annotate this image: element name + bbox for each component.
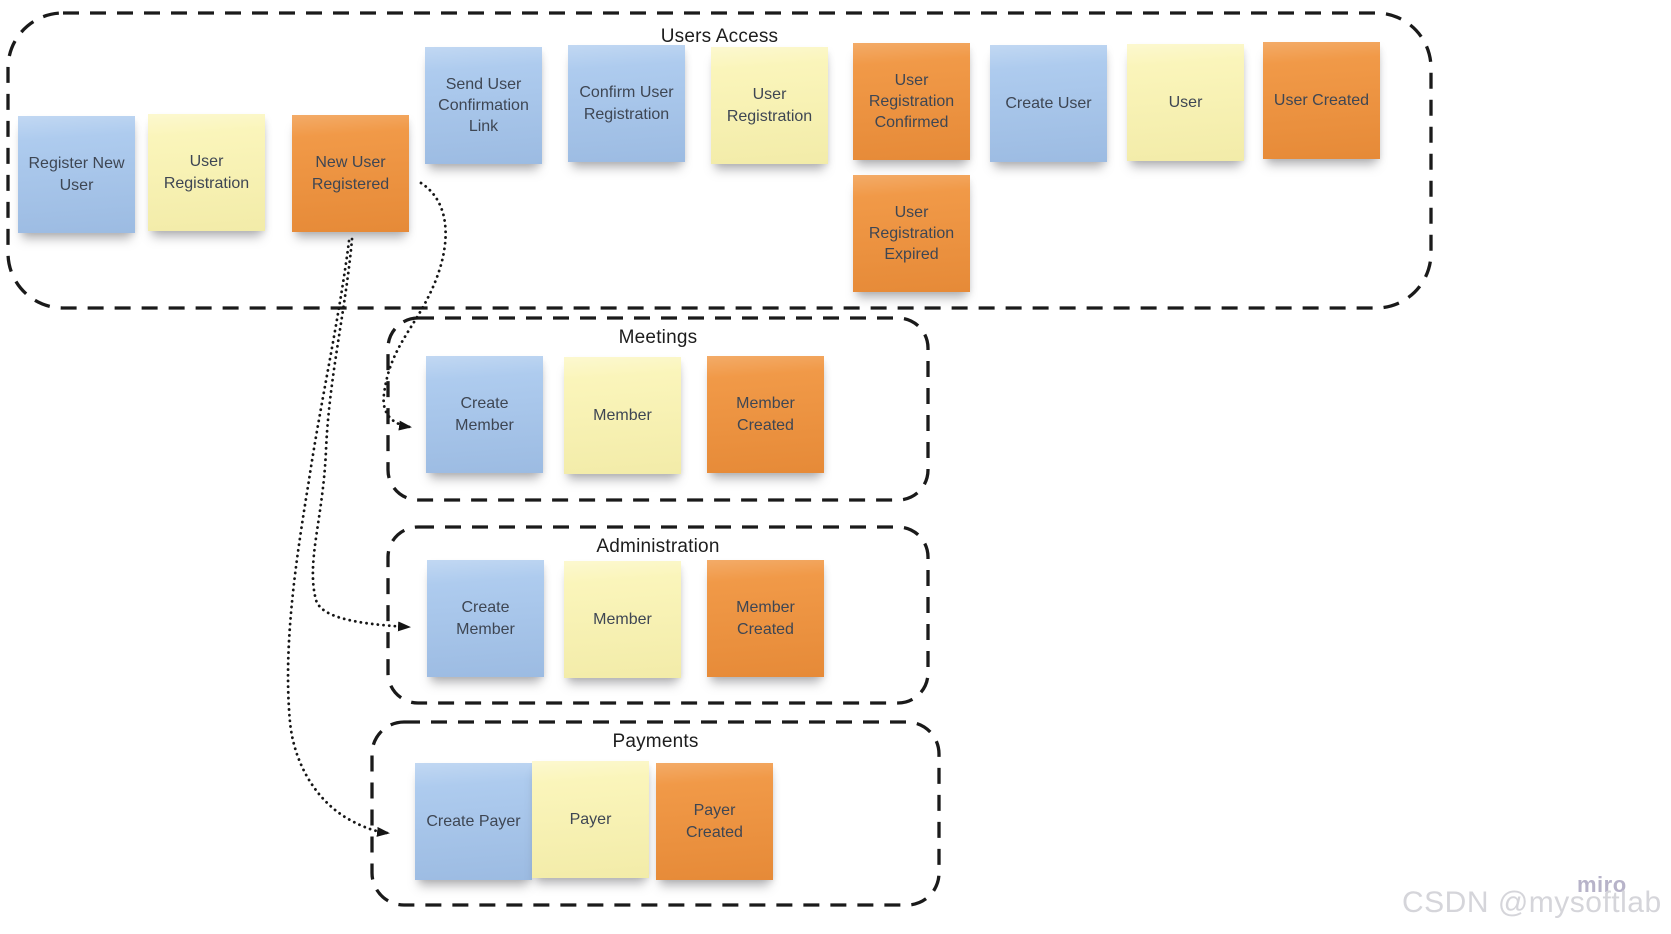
sticky-note-administration-member-created[interactable]: Member Created bbox=[707, 560, 824, 677]
csdn-credit-watermark: CSDN @mysoftlab bbox=[1402, 886, 1662, 919]
connector-new-user-registered-to-meetings[interactable] bbox=[382, 181, 447, 431]
miro-logo-watermark: miro bbox=[1577, 872, 1627, 897]
sticky-note-administration-member[interactable]: Member bbox=[564, 561, 681, 678]
frame-payments[interactable] bbox=[370, 720, 941, 907]
sticky-note-register-new-user[interactable]: Register New User bbox=[18, 116, 135, 233]
sticky-note-meetings-member-created[interactable]: Member Created bbox=[707, 356, 824, 473]
connector-new-user-registered-to-payments[interactable] bbox=[286, 239, 390, 837]
sticky-note-administration-create-member[interactable]: Create Member bbox=[427, 560, 544, 677]
sticky-note-user-registration-confirmed[interactable]: User Registration Confirmed bbox=[853, 43, 970, 160]
frame-title-administration[interactable]: Administration bbox=[596, 536, 720, 557]
frame-title-payments[interactable]: Payments bbox=[612, 731, 699, 752]
sticky-note-create-user[interactable]: Create User bbox=[990, 45, 1107, 162]
connector-new-user-registered-to-administration[interactable] bbox=[311, 237, 411, 632]
sticky-note-confirm-user-registration[interactable]: Confirm User Registration bbox=[568, 45, 685, 162]
sticky-note-user-registration[interactable]: User Registration bbox=[148, 114, 265, 231]
frame-meetings[interactable] bbox=[386, 316, 930, 502]
sticky-note-user-registration-2[interactable]: User Registration bbox=[711, 47, 828, 164]
sticky-note-meetings-create-member[interactable]: Create Member bbox=[426, 356, 543, 473]
frame-administration[interactable] bbox=[386, 525, 930, 705]
sticky-note-send-user-confirmation-link[interactable]: Send User Confirmation Link bbox=[425, 47, 542, 164]
sticky-note-meetings-member[interactable]: Member bbox=[564, 357, 681, 474]
sticky-note-user[interactable]: User bbox=[1127, 44, 1244, 161]
sticky-note-new-user-registered[interactable]: New User Registered bbox=[292, 115, 409, 232]
sticky-note-user-created[interactable]: User Created bbox=[1263, 42, 1380, 159]
frame-title-users-access[interactable]: Users Access bbox=[660, 26, 779, 47]
frame-users-access[interactable] bbox=[6, 11, 1433, 310]
sticky-note-payments-payer[interactable]: Payer bbox=[532, 761, 649, 878]
sticky-note-payments-payer-created[interactable]: Payer Created bbox=[656, 763, 773, 880]
sticky-note-user-registration-expired[interactable]: User Registration Expired bbox=[853, 175, 970, 292]
frame-title-meetings[interactable]: Meetings bbox=[618, 327, 698, 348]
sticky-note-payments-create-payer[interactable]: Create Payer bbox=[415, 763, 532, 880]
